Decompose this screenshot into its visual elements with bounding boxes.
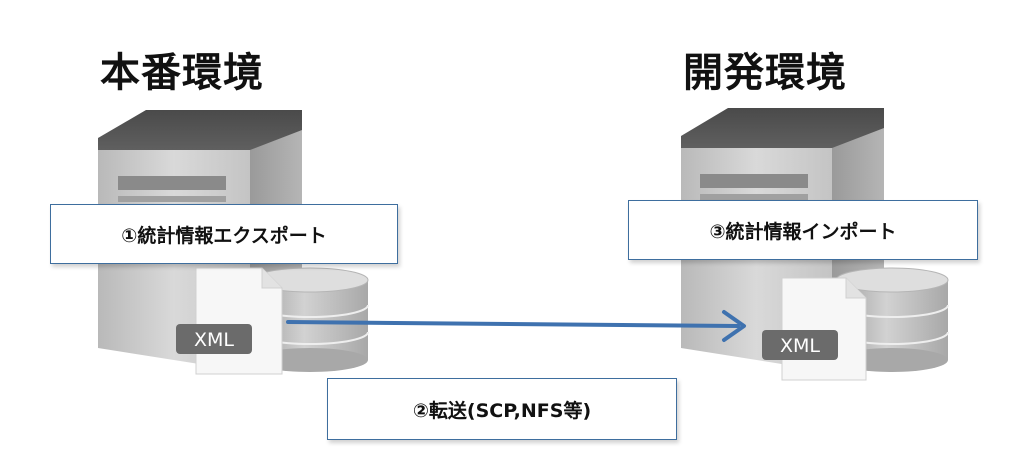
- production-xml-file-icon: XML: [176, 267, 283, 375]
- transfer-step-label: ②転送(SCP,NFS等): [412, 399, 592, 422]
- production-xml-badge: XML: [194, 329, 234, 351]
- export-step-label: ①統計情報エクスポート: [121, 224, 327, 247]
- development-xml-badge: XML: [780, 335, 820, 357]
- export-step-box: ①統計情報エクスポート: [50, 204, 398, 264]
- import-step-box: ③統計情報インポート: [628, 200, 978, 260]
- transfer-arrow-icon: [286, 310, 746, 342]
- development-xml-file-icon: XML: [762, 277, 867, 381]
- import-step-label: ③統計情報インポート: [709, 220, 897, 243]
- development-env-title: 開発環境: [683, 50, 847, 96]
- transfer-step-box: ②転送(SCP,NFS等): [327, 378, 677, 440]
- production-env-title: 本番環境: [100, 50, 264, 96]
